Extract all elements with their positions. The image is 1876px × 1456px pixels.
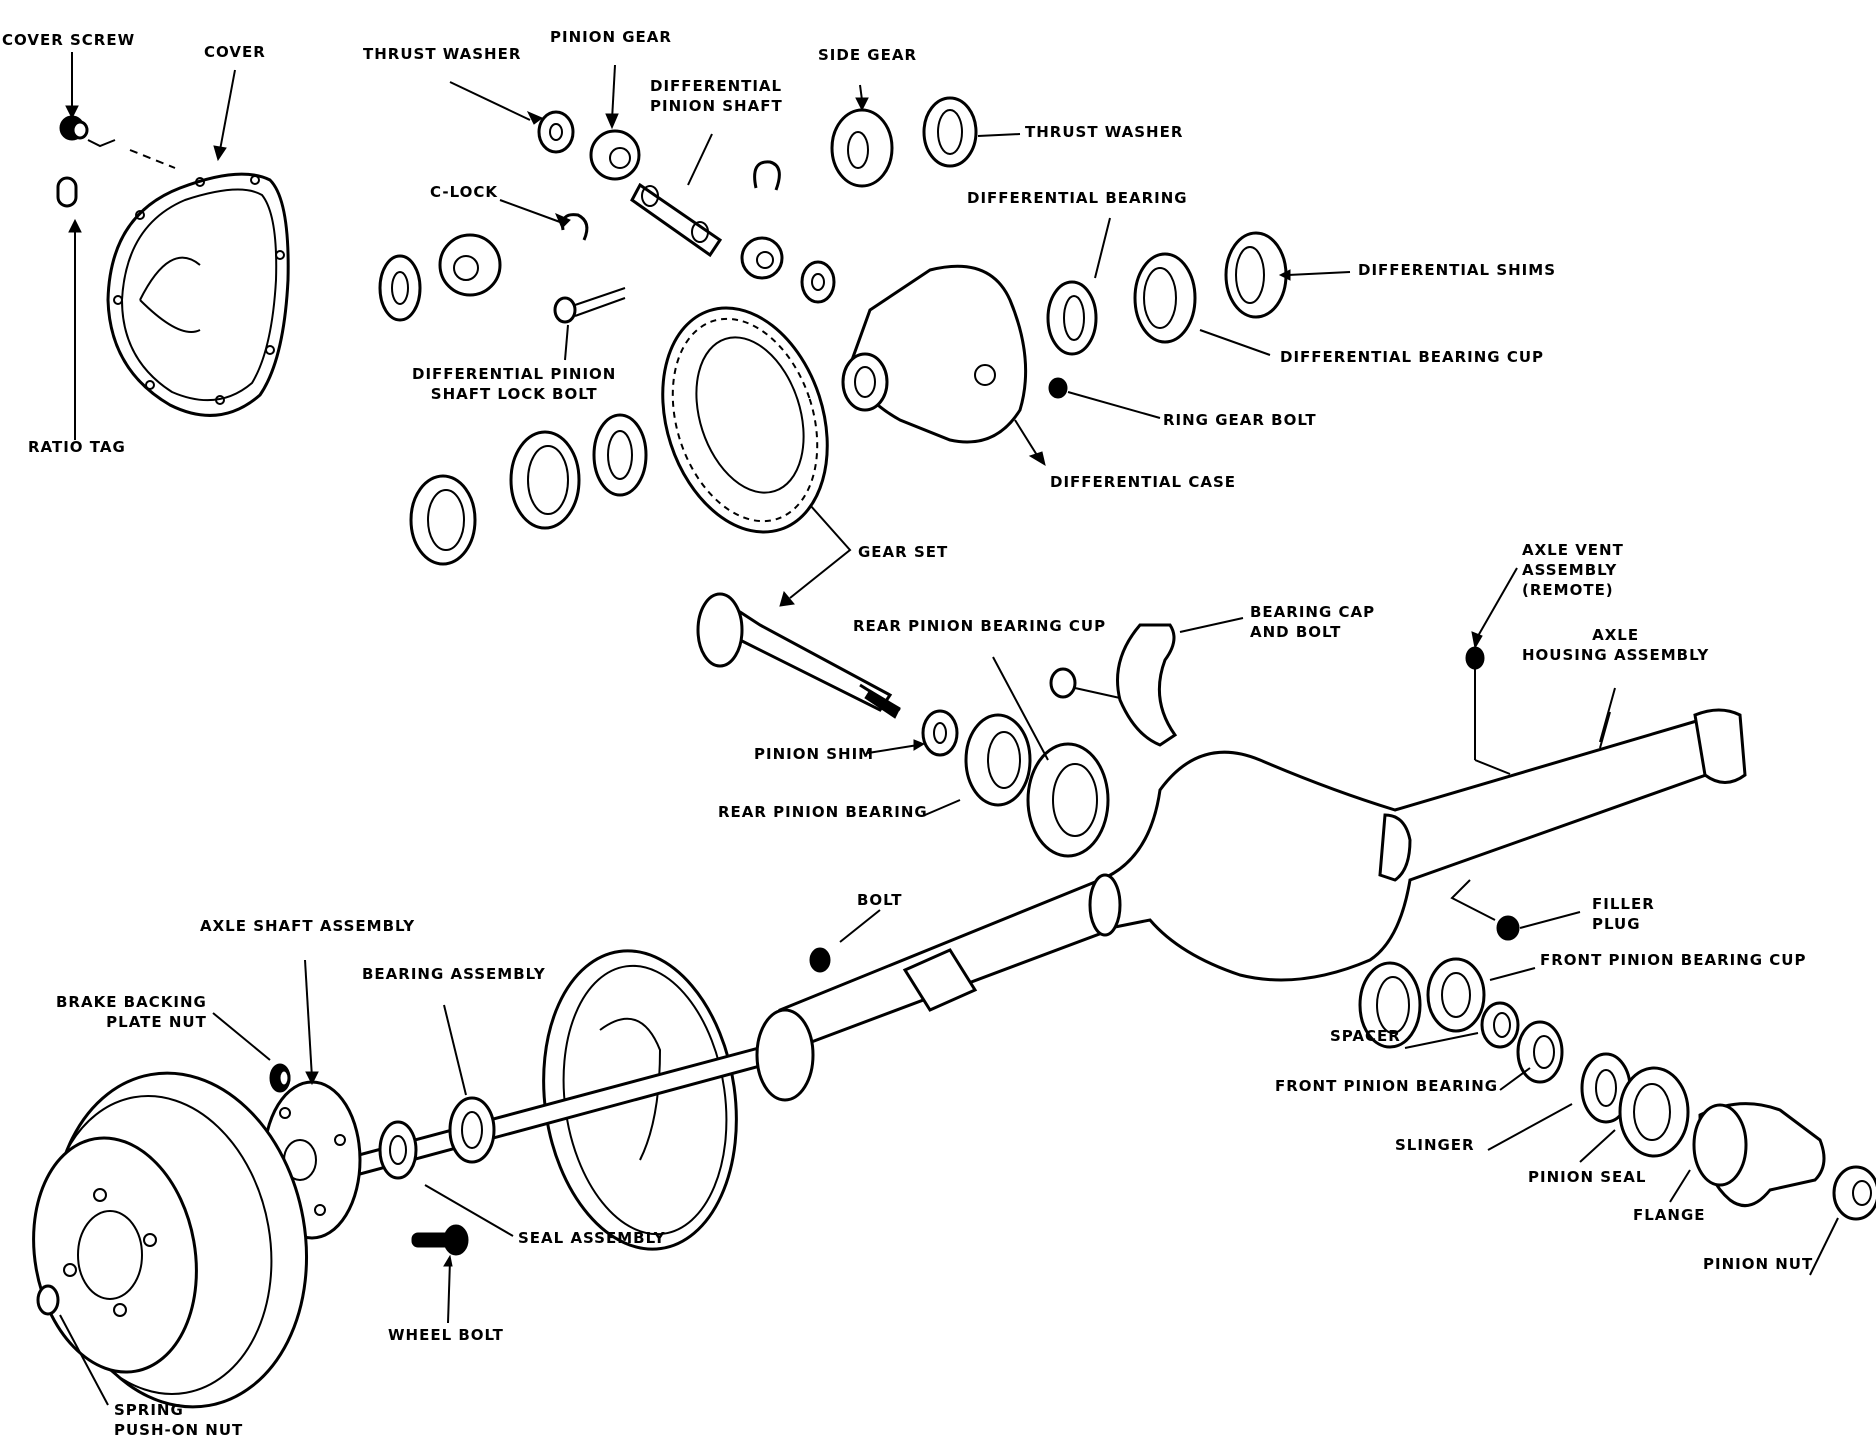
label-pinion-shim: PINION SHIM: [754, 745, 875, 763]
label-axle-shaft-assembly: AXLE SHAFT ASSEMBLY: [200, 917, 416, 935]
label-cover-screw: COVER SCREW: [2, 31, 136, 49]
cover-part: [106, 69, 290, 417]
label-front-pinion-bearing-cup: FRONT PINION BEARING CUP: [1540, 951, 1807, 969]
bearing-assembly-part: [443, 1004, 496, 1164]
label-spring-push-on-nut: SPRING PUSH-ON NUT: [114, 1401, 244, 1439]
side-gear-right-part: [830, 84, 894, 188]
label-seal-assembly: SEAL ASSEMBLY: [518, 1229, 666, 1247]
wheel-bolt-part: [411, 1224, 469, 1324]
label-differential-bearing: DIFFERENTIAL BEARING: [967, 189, 1188, 207]
brake-drum-part: [32, 1071, 309, 1409]
differential-pinion-shaft-part: [630, 133, 723, 258]
thrust-washer-right-part: [922, 96, 1021, 168]
label-cover: COVER: [204, 43, 266, 61]
label-rear-pinion-bearing-cup: REAR PINION BEARING CUP: [853, 617, 1107, 635]
c-lock-part-upper: [753, 160, 781, 191]
label-axle-housing-assembly: AXLE HOUSING ASSEMBLY: [1522, 626, 1710, 664]
gear-set-leader: [779, 504, 852, 607]
label-bearing-assembly: BEARING ASSEMBLY: [362, 965, 546, 983]
differential-bearing-right-parts: [1046, 217, 1351, 356]
label-filler-plug: FILLER PLUG: [1592, 895, 1655, 933]
label-spacer: SPACER: [1330, 1027, 1401, 1045]
label-wheel-bolt: WHEEL BOLT: [388, 1326, 504, 1344]
front-pinion-parts: [1404, 957, 1876, 1276]
ring-gear-part: [661, 306, 829, 534]
thrust-washer-left-part: [449, 81, 575, 154]
label-differential-shims: DIFFERENTIAL SHIMS: [1358, 261, 1556, 279]
c-lock-part: [499, 199, 589, 241]
label-thrust-washer-right: THRUST WASHER: [1025, 123, 1184, 141]
cover-screw-part: [59, 52, 176, 169]
differential-case-part: [841, 264, 1046, 467]
label-front-pinion-bearing: FRONT PINION BEARING: [1275, 1077, 1499, 1095]
label-bearing-cap-and-bolt: BEARING CAP AND BOLT: [1250, 603, 1376, 641]
brake-backing-plate-nut-part: [212, 1012, 291, 1093]
label-pinion-gear: PINION GEAR: [550, 28, 672, 46]
bearing-cap-part: [1049, 617, 1244, 747]
label-c-lock: C-LOCK: [430, 183, 498, 201]
rear-pinion-parts: [867, 656, 1110, 858]
label-ring-gear-bolt: RING GEAR BOLT: [1163, 411, 1317, 429]
label-gear-set: GEAR SET: [858, 543, 949, 561]
label-bolt: BOLT: [857, 891, 903, 909]
label-differential-bearing-cup: DIFFERENTIAL BEARING CUP: [1280, 348, 1545, 366]
small-pinion-gear-part: [740, 236, 836, 304]
label-axle-vent-assembly: AXLE VENT ASSEMBLY (REMOTE): [1522, 541, 1624, 599]
label-side-gear: SIDE GEAR: [818, 46, 918, 64]
label-ratio-tag: RATIO TAG: [28, 438, 126, 456]
label-differential-pinion-shaft: DIFFERENTIAL PINION SHAFT: [650, 77, 783, 115]
bolt-part: [809, 909, 881, 973]
drive-pinion-part: [696, 592, 901, 719]
differential-bearing-left-parts: [409, 413, 648, 566]
ring-gear-bolt-part: [1048, 377, 1161, 419]
filler-plug-part: [1450, 879, 1581, 941]
label-differential-case: DIFFERENTIAL CASE: [1050, 473, 1236, 491]
label-thrust-washer-left: THRUST WASHER: [363, 45, 522, 63]
side-gear-left-part: [378, 233, 502, 322]
label-brake-backing-plate-nut: BRAKE BACKING PLATE NUT: [56, 993, 207, 1031]
label-rear-pinion-bearing: REAR PINION BEARING: [718, 803, 928, 821]
label-flange: FLANGE: [1633, 1206, 1706, 1224]
label-slinger: SLINGER: [1395, 1136, 1475, 1154]
label-pinion-nut: PINION NUT: [1703, 1255, 1814, 1273]
lock-bolt-part: [553, 287, 626, 361]
axle-vent-part: [1465, 567, 1518, 775]
pinion-gear-part: [589, 64, 641, 181]
ratio-tag-part: [56, 176, 82, 440]
seal-assembly-part: [378, 1120, 514, 1237]
label-differential-pinion-shaft-lock-bolt: DIFFERENTIAL PINION SHAFT LOCK BOLT: [412, 365, 617, 403]
brake-backing-plate-part: [542, 949, 738, 1251]
label-pinion-seal: PINION SEAL: [1528, 1168, 1647, 1186]
